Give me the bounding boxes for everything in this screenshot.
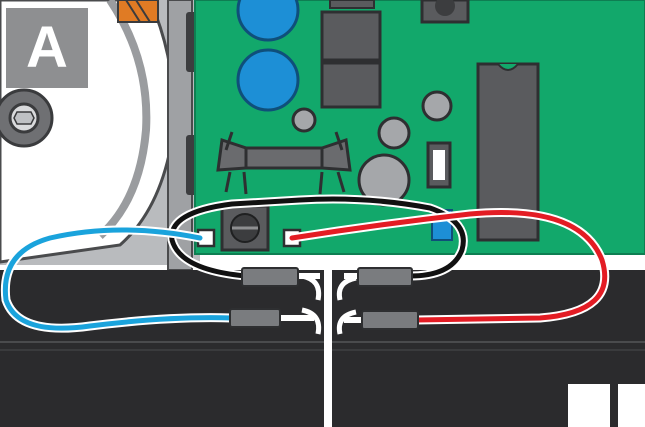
panel-label: A <box>26 15 68 80</box>
battery-label-right <box>618 384 645 427</box>
connector-black-right <box>357 267 413 287</box>
bolt-head-icon <box>13 111 35 125</box>
black-wire <box>167 194 468 281</box>
connector-black-left <box>241 267 299 287</box>
battery-left-terminal-2 <box>301 307 322 335</box>
small-component-1 <box>421 90 453 122</box>
relay-2-icon <box>320 61 382 109</box>
small-component-2 <box>291 107 317 133</box>
capacitor-2-icon <box>236 48 300 112</box>
blue-wire <box>0 225 237 333</box>
connector-red <box>361 310 419 330</box>
relay-1-icon <box>320 10 382 62</box>
pcb-board <box>194 0 645 255</box>
heatsink-icon <box>216 131 352 195</box>
small-component-3 <box>377 116 411 150</box>
connector-blue <box>229 308 281 328</box>
battery-right-terminal-2 <box>336 309 357 335</box>
battery-left-icon <box>0 270 324 427</box>
capacitor-1-icon <box>236 0 300 42</box>
orange-connector <box>117 0 159 23</box>
transformer-rim <box>97 0 151 239</box>
battery-label-left <box>568 384 610 427</box>
red-wire <box>287 207 610 325</box>
panel-label-badge: A <box>6 8 88 88</box>
